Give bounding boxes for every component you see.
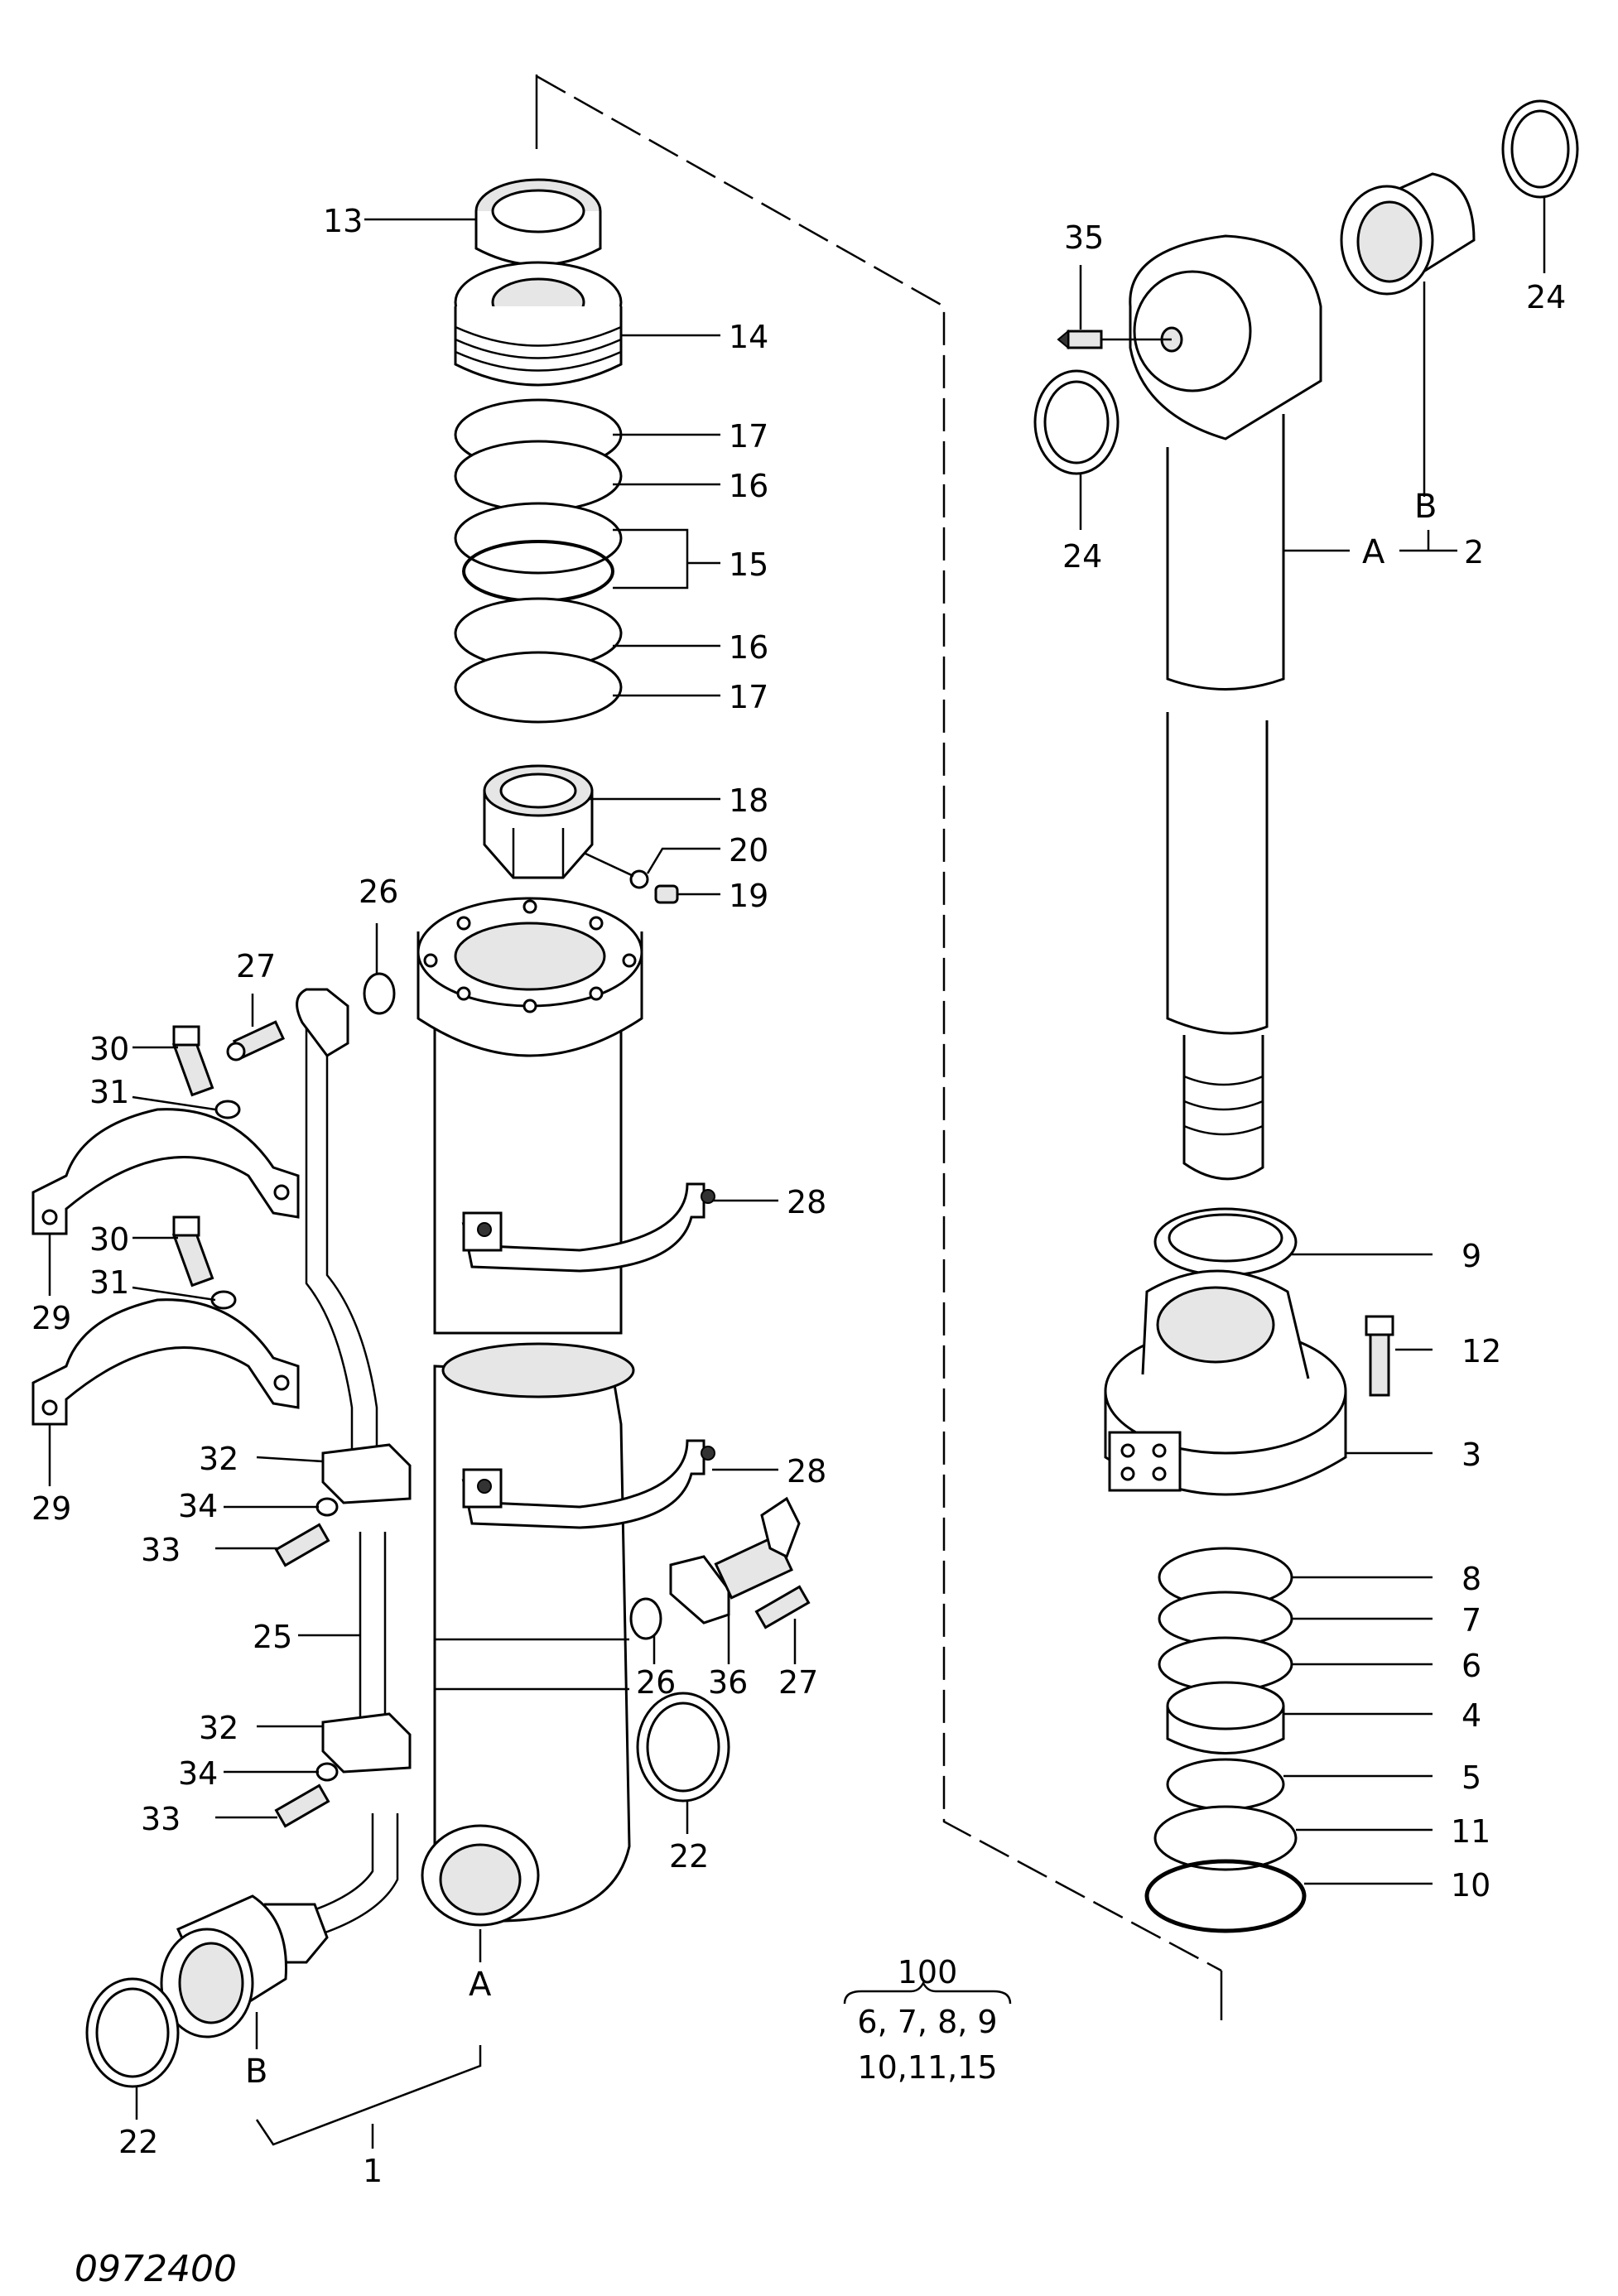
kit-number: 100 bbox=[898, 1954, 958, 1990]
seal-22-left bbox=[85, 1977, 180, 2088]
seal-24-top bbox=[1501, 99, 1579, 199]
label-4: 4 bbox=[1461, 1697, 1481, 1734]
label-36: 36 bbox=[708, 1664, 748, 1701]
label-26: 26 bbox=[359, 874, 398, 910]
label-32: 32 bbox=[199, 1441, 238, 1477]
piston-3 bbox=[1104, 1269, 1347, 1496]
pipe-block-32-lower bbox=[321, 1712, 412, 1774]
label-b-left: B bbox=[245, 2053, 267, 2091]
label-33: 33 bbox=[141, 1532, 181, 1568]
label-10: 10 bbox=[1451, 1867, 1490, 1904]
o-ring-26-lower bbox=[629, 1597, 662, 1640]
label-30: 30 bbox=[89, 1031, 129, 1067]
clamp-28-lower bbox=[461, 1439, 715, 1529]
label-30-lower: 30 bbox=[89, 1221, 129, 1258]
label-17: 17 bbox=[729, 418, 768, 455]
label-16-lower: 16 bbox=[729, 629, 768, 666]
label-a-left: A bbox=[469, 1966, 492, 2004]
label-24-top: 24 bbox=[1526, 279, 1566, 315]
bolt-30-upper bbox=[171, 1025, 214, 1097]
kit-parts-line-2: 10,11,15 bbox=[857, 2049, 997, 2086]
bolt-27-lower bbox=[754, 1585, 811, 1629]
grease-fitting-35 bbox=[1057, 329, 1103, 350]
label-31: 31 bbox=[89, 1074, 129, 1110]
label-27: 27 bbox=[236, 948, 276, 984]
label-35: 35 bbox=[1064, 219, 1104, 256]
label-27-lower: 27 bbox=[778, 1664, 818, 1701]
label-29-lower: 29 bbox=[31, 1490, 71, 1527]
bushing-b-right bbox=[1340, 172, 1476, 296]
label-28-lower: 28 bbox=[787, 1453, 826, 1490]
steel-ball-20 bbox=[629, 869, 649, 889]
bushing-b-left bbox=[160, 1894, 287, 2038]
dust-seal-13 bbox=[474, 178, 602, 267]
label-22-left: 22 bbox=[118, 2124, 158, 2160]
kit-parts-line-1: 6, 7, 8, 9 bbox=[857, 2004, 997, 2040]
label-16: 16 bbox=[729, 468, 768, 504]
set-screw-19 bbox=[654, 884, 679, 904]
rod-cover-14 bbox=[454, 261, 623, 387]
label-b-right: B bbox=[1414, 488, 1437, 526]
label-31-lower: 31 bbox=[89, 1264, 129, 1301]
o-ring-26-upper bbox=[363, 972, 396, 1015]
label-12: 12 bbox=[1461, 1333, 1501, 1369]
flange-fitting-36 bbox=[669, 1496, 801, 1625]
label-6: 6 bbox=[1461, 1648, 1481, 1684]
label-28: 28 bbox=[787, 1184, 826, 1220]
label-19: 19 bbox=[729, 878, 768, 914]
leader-lines bbox=[48, 197, 1546, 2149]
pipe-block-32-upper bbox=[321, 1443, 412, 1504]
label-9: 9 bbox=[1461, 1238, 1481, 1274]
label-34: 34 bbox=[178, 1488, 218, 1524]
label-20: 20 bbox=[729, 832, 768, 869]
part-number-labels: 13 14 17 16 15 16 17 18 20 19 26 27 30 3… bbox=[31, 203, 1566, 2189]
label-14: 14 bbox=[729, 319, 768, 355]
label-2: 2 bbox=[1464, 534, 1484, 570]
seal-24-mid bbox=[1033, 369, 1120, 475]
washer-34-upper bbox=[315, 1497, 339, 1517]
label-1: 1 bbox=[363, 2153, 383, 2189]
clamp-half-29-upper bbox=[31, 1108, 300, 1235]
label-34-lower: 34 bbox=[178, 1755, 218, 1792]
piston-rod-eye bbox=[1129, 234, 1322, 1181]
bolt-33-upper bbox=[274, 1523, 330, 1567]
seal-22-center bbox=[636, 1692, 730, 1803]
bolt-27-upper bbox=[226, 1020, 286, 1061]
wear-ring-9 bbox=[1153, 1207, 1298, 1277]
cylinder-tube bbox=[417, 897, 643, 1927]
label-32-lower: 32 bbox=[199, 1710, 238, 1746]
assembly-divider bbox=[535, 75, 1223, 2020]
ring-stack-right bbox=[1144, 1547, 1307, 1933]
label-a-right: A bbox=[1362, 533, 1385, 571]
label-15: 15 bbox=[729, 546, 768, 583]
kit-callout: 100 6, 7, 8, 9 10,11,15 bbox=[857, 1954, 997, 2086]
washer-34-lower bbox=[315, 1762, 339, 1782]
clamp-half-29-lower bbox=[31, 1298, 300, 1426]
clamp-28-upper bbox=[461, 1182, 715, 1273]
label-26-lower: 26 bbox=[636, 1664, 676, 1701]
label-3: 3 bbox=[1461, 1437, 1481, 1473]
label-5: 5 bbox=[1461, 1759, 1481, 1796]
label-25: 25 bbox=[253, 1619, 292, 1655]
bolt-30-lower bbox=[171, 1215, 214, 1288]
label-22-center: 22 bbox=[669, 1838, 709, 1875]
label-24-mid: 24 bbox=[1062, 538, 1102, 575]
drawing-code: 0972400 bbox=[75, 2248, 237, 2290]
label-33-lower: 33 bbox=[141, 1801, 181, 1837]
label-18: 18 bbox=[729, 782, 768, 819]
label-13: 13 bbox=[323, 203, 363, 239]
hex-nut-18 bbox=[483, 764, 594, 879]
label-11: 11 bbox=[1451, 1813, 1490, 1850]
washer-31-upper bbox=[214, 1100, 241, 1119]
label-17-lower: 17 bbox=[729, 679, 768, 715]
bolt-33-lower bbox=[274, 1783, 330, 1828]
seal-ring-stack bbox=[454, 398, 623, 724]
washer-31-lower bbox=[210, 1290, 237, 1310]
label-29: 29 bbox=[31, 1300, 71, 1336]
socket-bolt-12 bbox=[1365, 1315, 1394, 1397]
label-7: 7 bbox=[1461, 1602, 1481, 1639]
label-8: 8 bbox=[1461, 1561, 1481, 1597]
